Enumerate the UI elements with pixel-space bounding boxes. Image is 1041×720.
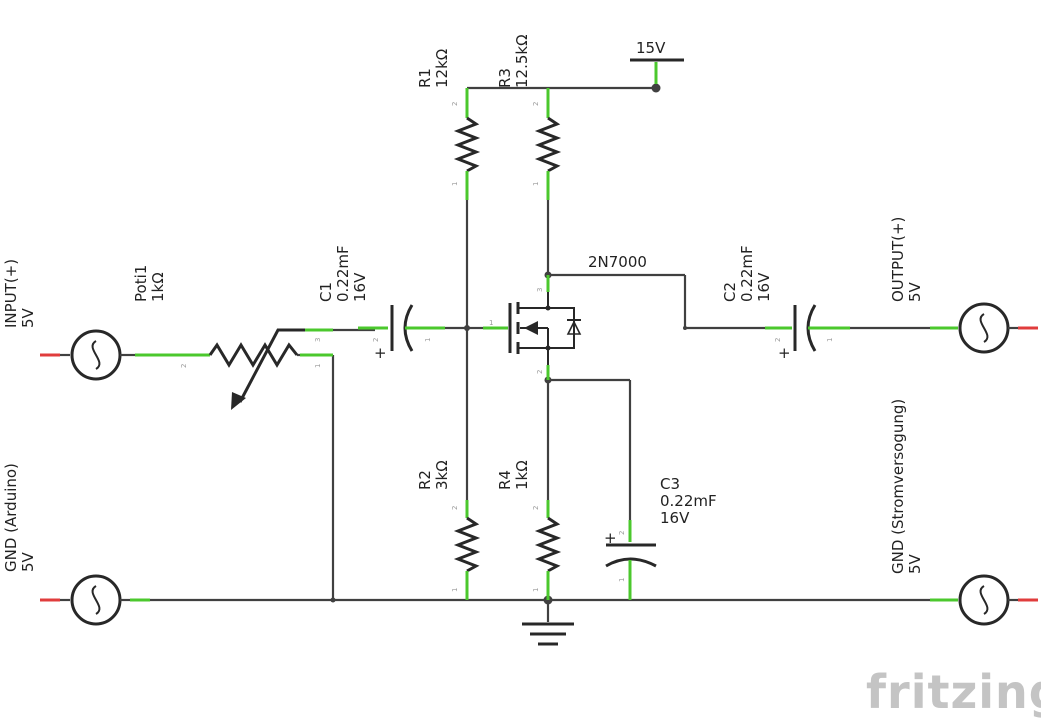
pin-number: 3 [536, 288, 544, 292]
resistor-r4: 2 1 R4 1kΩ [496, 460, 562, 600]
pin-number: 1 [424, 338, 432, 342]
poti-name: Poti1 [132, 265, 150, 302]
pin-number: 3 [314, 338, 322, 342]
junction-poti-ground [330, 597, 336, 603]
pin-number: 1 [532, 182, 540, 186]
c1-voltage: 16V [351, 272, 369, 302]
junction-supply [651, 83, 661, 93]
c2-voltage: 16V [755, 272, 773, 302]
c1-value: 0.22mF [334, 245, 352, 302]
c2-name: C2 [721, 282, 739, 302]
r2-name: R2 [416, 470, 434, 490]
capacitor-c1: + 2 1 C1 0.22mF 16V [317, 245, 445, 362]
pin-number: 2 [451, 506, 459, 510]
source-gnd-arduino: GND (Arduino) 5V [2, 463, 150, 626]
c1-name: C1 [317, 282, 335, 302]
pin-number: 2 [451, 102, 459, 106]
c2-value: 0.22mF [738, 245, 756, 302]
output-name: OUTPUT(+) [889, 217, 907, 302]
r1-name: R1 [416, 68, 434, 88]
output-voltage: 5V [906, 281, 924, 302]
gnd-arduino-voltage: 5V [19, 551, 37, 572]
gnd-supply-voltage: 5V [906, 553, 924, 574]
resistor-r3: 2 1 R3 12.5kΩ [496, 34, 562, 200]
r3-value: 12.5kΩ [513, 34, 531, 88]
r1-value: 12kΩ [433, 49, 451, 88]
junction-output [683, 326, 687, 330]
r3-name: R3 [496, 68, 514, 88]
supply-label: 15V [636, 39, 666, 57]
pin-number: 2 [618, 531, 626, 535]
pin-number: 2 [532, 102, 540, 106]
pin-number: 1 [532, 588, 540, 592]
r2-value: 3kΩ [433, 460, 451, 490]
mosfet-2n7000: 1 3 2 2N7000 [483, 253, 647, 380]
pin-number: 1 [826, 338, 834, 342]
c3-voltage: 16V [660, 509, 690, 527]
source-gnd-supply: GND (Stromversogung) 5V [889, 399, 1038, 626]
mosfet-name: 2N7000 [588, 253, 647, 271]
pin-number: 1 [489, 319, 493, 327]
pin-number: 2 [532, 506, 540, 510]
potentiometer-poti1: 2 3 1 Poti1 1kΩ [132, 265, 375, 410]
poti-value: 1kΩ [149, 272, 167, 302]
c2-plus: + [778, 344, 791, 362]
input-voltage: 5V [19, 307, 37, 328]
pin-number: 1 [451, 182, 459, 186]
ac-wave-icon [91, 585, 101, 615]
pin-number: 2 [180, 364, 188, 368]
gnd-supply-name: GND (Stromversogung) [889, 399, 907, 574]
ac-wave-icon [91, 340, 101, 370]
pin-number: 1 [314, 364, 322, 368]
r4-value: 1kΩ [513, 460, 531, 490]
source-input: INPUT(+) 5V [2, 259, 170, 381]
fritzing-watermark: fritzing [866, 665, 1041, 719]
c3-name: C3 [660, 475, 680, 493]
capacitor-c3: + 2 1 C3 0.22mF 16V [604, 475, 717, 600]
r4-name: R4 [496, 470, 514, 490]
pin-number: 1 [618, 578, 626, 582]
input-name: INPUT(+) [2, 259, 20, 328]
supply-15v: 15V [630, 39, 684, 84]
ac-wave-icon [979, 313, 989, 343]
pin-number: 2 [372, 338, 380, 342]
ac-wave-icon [979, 585, 989, 615]
capacitor-c2: + 2 1 C2 0.22mF 16V [721, 245, 850, 362]
gnd-arduino-name: GND (Arduino) [2, 463, 20, 572]
c3-plus: + [604, 529, 617, 547]
pin-number: 2 [774, 338, 782, 342]
junction-gate [464, 325, 470, 331]
c1-plus: + [374, 344, 387, 362]
resistor-r2: 2 1 R2 3kΩ [416, 460, 481, 600]
pin-number: 1 [451, 588, 459, 592]
source-output: OUTPUT(+) 5V [889, 217, 1038, 354]
resistor-r1: 2 1 R1 12kΩ [416, 49, 481, 200]
pin-number: 2 [536, 370, 544, 374]
c3-value: 0.22mF [660, 492, 717, 510]
junctions [330, 83, 687, 605]
ground-symbol [522, 622, 574, 646]
